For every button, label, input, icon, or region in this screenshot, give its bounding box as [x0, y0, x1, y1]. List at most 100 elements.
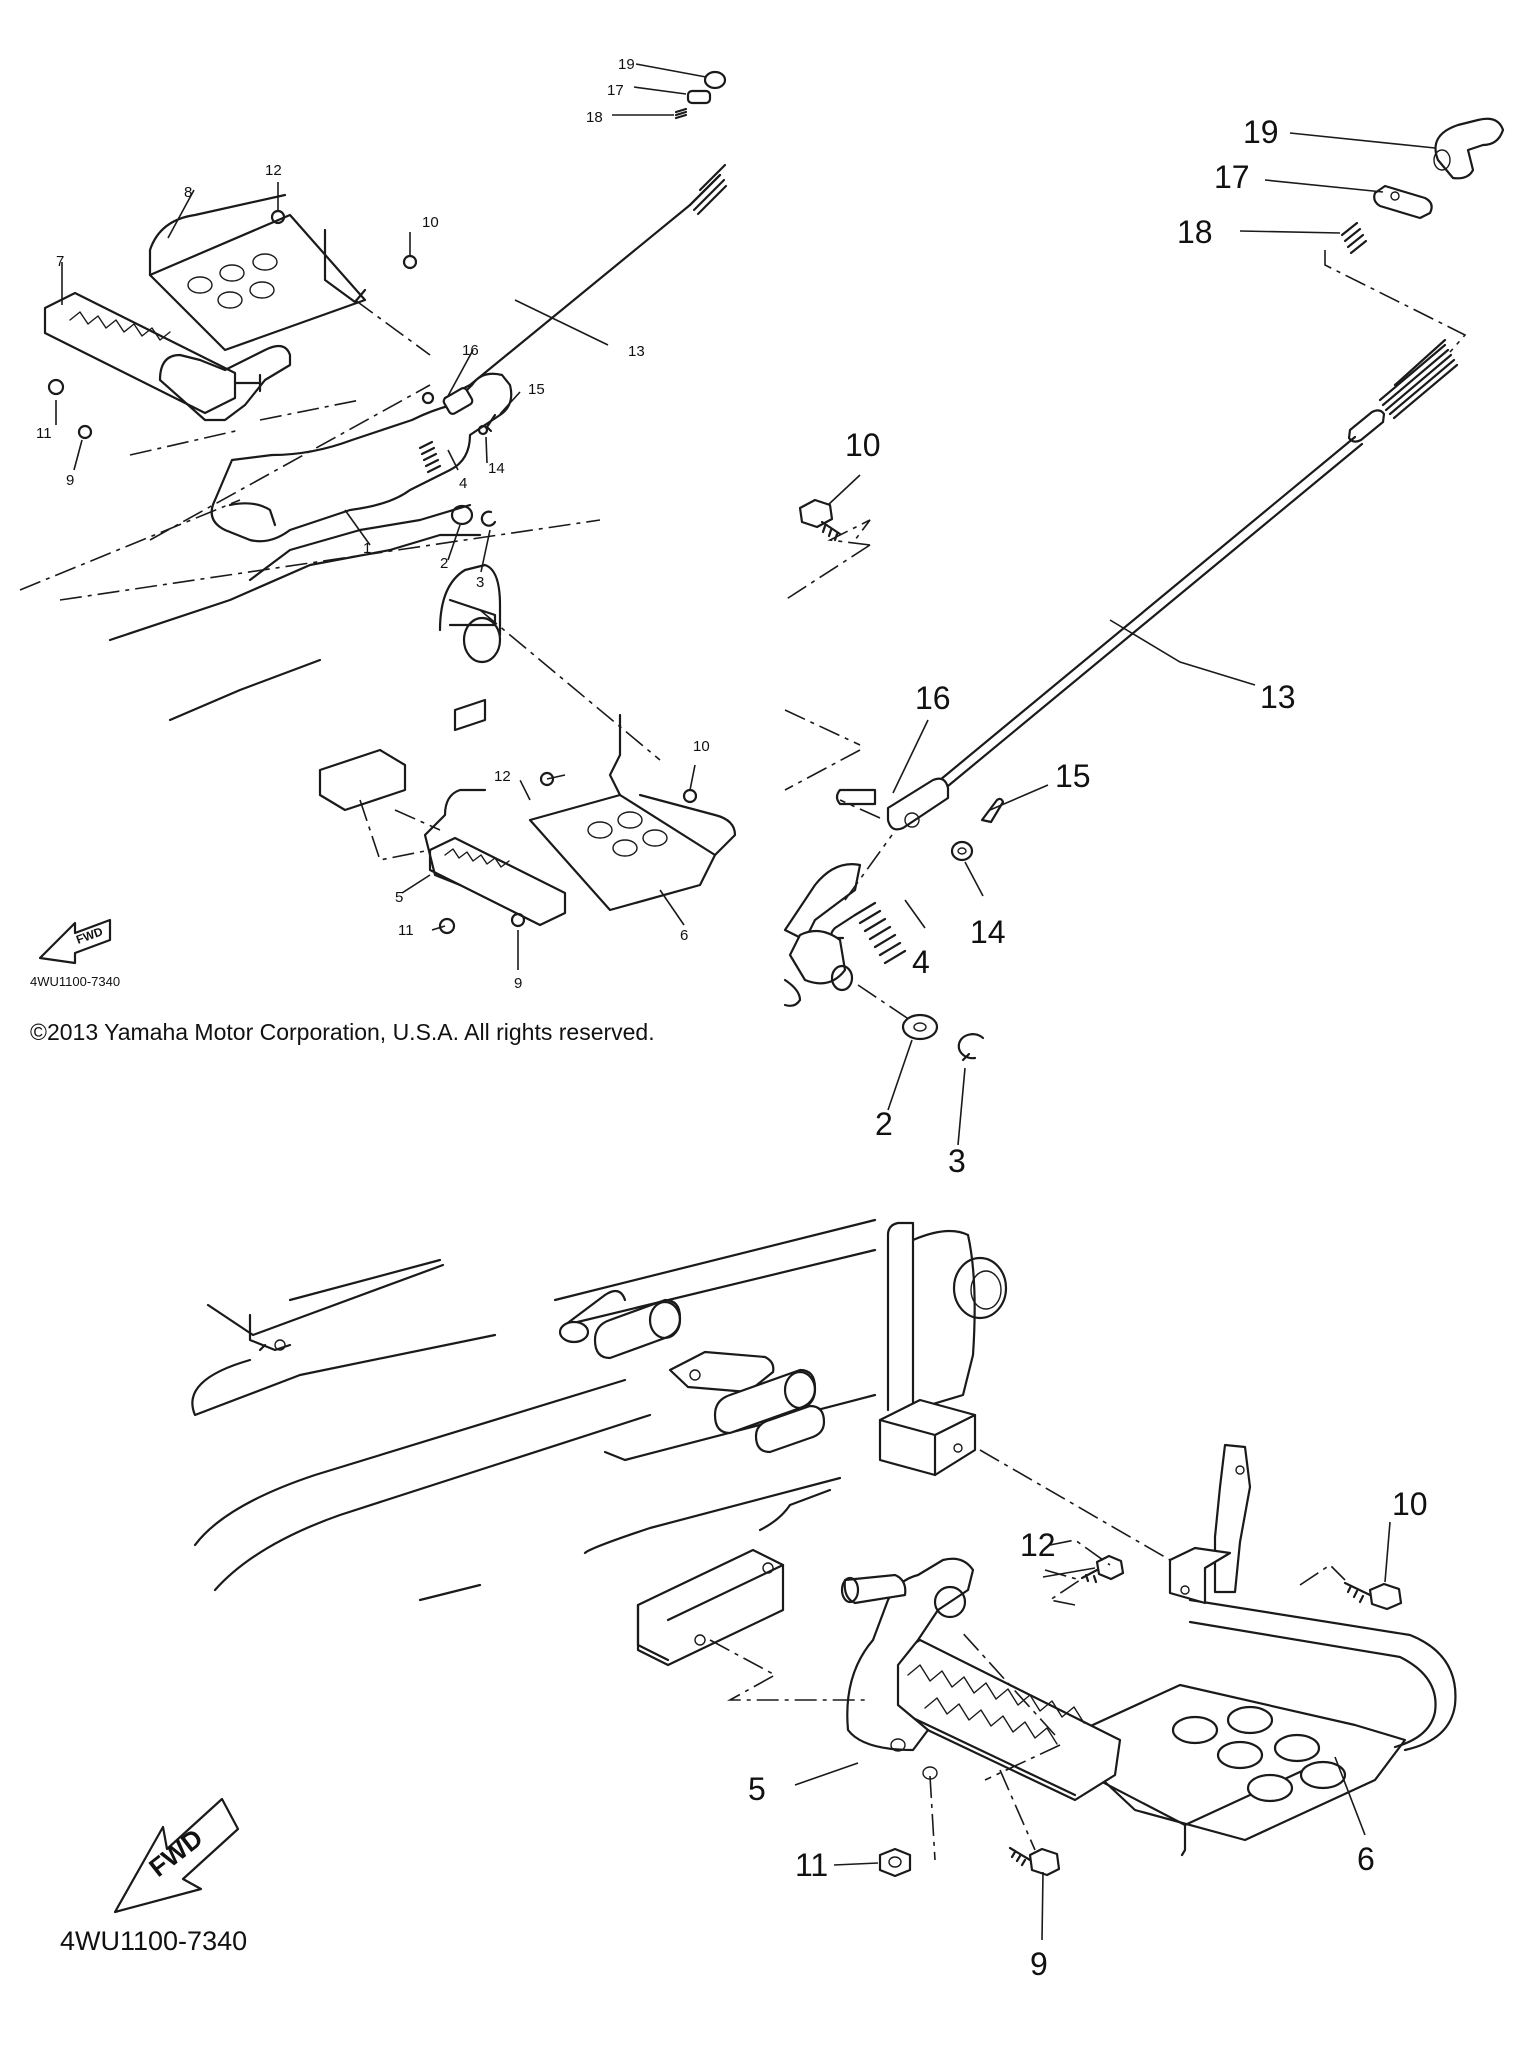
rear-footrest-mount	[636, 1548, 785, 1667]
callout-9-detail: 9	[1030, 1946, 1048, 1982]
brake-pedal	[210, 372, 513, 543]
callout-11: 11	[36, 425, 52, 442]
callout-12-detail: 12	[1020, 1527, 1056, 1563]
right-footrest-hoop	[1188, 1598, 1457, 1752]
frame-tube-upper	[553, 1218, 877, 1462]
callout-14-detail: 14	[970, 914, 1006, 950]
e-clip-3	[957, 1033, 985, 1062]
right-footpeg-arm	[846, 1557, 975, 1752]
fwd-arrow-large: FWD	[113, 1797, 240, 1914]
brake-cable-detail	[928, 435, 1364, 788]
frame-boss	[952, 1256, 1008, 1320]
callout-18: 18	[586, 109, 603, 126]
right-footrest-upper-plate	[1168, 1546, 1232, 1605]
callout-10-bottom: 10	[1392, 1486, 1428, 1522]
nut-11	[878, 1847, 912, 1878]
cable-detail-panel: 19 17 18 10 13 16 15 14 4 2 3	[783, 114, 1505, 1179]
washer-14	[950, 840, 974, 862]
callout-7: 7	[56, 253, 64, 270]
part-19-knob	[703, 70, 727, 90]
callout-11-detail: 11	[795, 1847, 828, 1883]
frame-tube-cylinder-1	[593, 1298, 682, 1360]
washer-14-overview	[477, 424, 489, 436]
callout-17-detail: 17	[1214, 159, 1250, 195]
bolt-10-detail	[798, 498, 834, 529]
washer	[450, 504, 474, 526]
part-code-small: 4WU1100-7340	[30, 974, 120, 989]
callout-19-detail: 19	[1243, 114, 1279, 150]
footrest-detail-panel: 12 10 5 11 6 9 FWD 4WU1100-7340	[60, 1218, 1457, 1982]
bolt-12-overview	[270, 209, 286, 225]
part-17-adjuster-nut	[1373, 184, 1433, 220]
e-clip	[480, 510, 497, 527]
pin-16-overview	[421, 391, 435, 405]
frame-bracket-plate	[668, 1350, 775, 1394]
washer-2	[901, 1013, 939, 1041]
callout-16-detail: 16	[915, 680, 951, 716]
cable-end-spring	[1378, 343, 1459, 420]
part-17-nut	[686, 89, 712, 105]
bolt-12	[1095, 1554, 1125, 1581]
callout-9b: 9	[514, 975, 522, 992]
callout-5-detail: 5	[748, 1771, 766, 1807]
callout-12b: 12	[494, 768, 511, 785]
footpeg-teeth	[907, 1664, 1085, 1724]
return-spring	[418, 440, 442, 474]
callout-2-detail: 2	[875, 1106, 893, 1142]
callout-3-detail: 3	[948, 1143, 966, 1179]
cable-clevis	[886, 777, 950, 831]
callout-6-detail: 6	[1357, 1841, 1375, 1877]
callout-4: 4	[459, 475, 467, 492]
cotter-15-overview	[485, 413, 497, 433]
bolt-9-overview	[77, 424, 93, 440]
callout-15: 15	[528, 381, 545, 398]
bolt-9	[1028, 1847, 1061, 1877]
footpeg-pivot-shaft	[843, 1573, 907, 1605]
part-18-spring	[674, 107, 688, 120]
bolt-10-overview	[402, 254, 418, 270]
left-footpeg	[43, 291, 237, 415]
part-19-adjuster-knob	[1434, 117, 1505, 180]
frame-tube-main	[191, 1258, 497, 1417]
callout-13-detail: 13	[1260, 679, 1296, 715]
return-spring-detail	[853, 901, 907, 965]
callout-14: 14	[488, 460, 505, 477]
left-footpeg-arm	[158, 344, 292, 422]
callout-10b: 10	[693, 738, 710, 755]
overview-panel: 1 2 3 4 5 6 7 8 9 10 11 12 13 14 15 16 1…	[19, 56, 737, 1045]
right-footrest-bracket	[528, 793, 717, 912]
callout-4-detail: 4	[912, 944, 930, 980]
callout-8: 8	[184, 184, 192, 201]
callout-5: 5	[395, 889, 403, 906]
clevis	[442, 387, 474, 415]
callout-10-detail: 10	[845, 427, 881, 463]
callout-9: 9	[66, 472, 74, 489]
callout-6: 6	[680, 927, 688, 944]
callout-1: 1	[363, 540, 371, 557]
pedal-pivot-arm	[783, 863, 862, 942]
part-code-large: 4WU1100-7340	[60, 1926, 247, 1956]
frame-mount-pad	[453, 698, 487, 732]
frame-tube-cylinder-3	[754, 1404, 826, 1454]
callout-10: 10	[422, 214, 439, 231]
cotter-pin	[980, 797, 1005, 824]
fwd-arrow-small: FWD	[38, 918, 112, 965]
callout-13: 13	[628, 343, 645, 360]
callout-3: 3	[476, 574, 484, 591]
nut-11b-overview	[438, 917, 456, 935]
brake-cable	[443, 173, 722, 400]
callout-19: 19	[618, 56, 635, 73]
frame-side-tube	[193, 1378, 842, 1602]
cable-end-fitting	[698, 163, 727, 192]
part-18-spring	[1340, 221, 1368, 255]
pedal-pivot-boss	[788, 929, 847, 985]
right-footpeg	[428, 836, 567, 927]
nut-11-overview	[47, 378, 65, 396]
bolt-10	[1368, 1582, 1403, 1611]
frame-crossmember-block	[878, 1398, 977, 1477]
callout-12: 12	[265, 162, 282, 179]
bolt-9b-overview	[510, 912, 526, 928]
callout-11b: 11	[398, 922, 414, 939]
cable-spring-end	[688, 173, 728, 216]
